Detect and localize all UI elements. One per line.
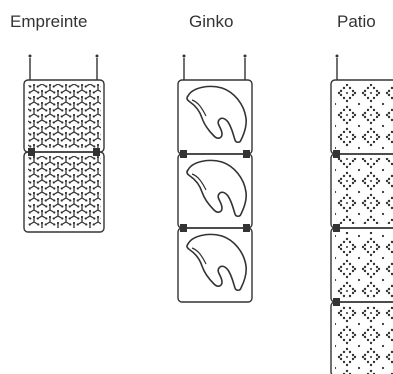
ginko-panel-2 [177,153,253,229]
ginko-panel-stack [177,54,253,303]
patio-title: Patio [337,12,376,31]
patio-panel-stack [330,54,393,374]
ginko-title: Ginko [189,12,234,31]
patio-panel-4 [330,301,393,374]
empreinte-panel-stack [23,54,105,233]
empreinte-title: Empreinte [10,12,88,31]
ginko-panel-1 [177,79,253,155]
empreinte-panel-2 [23,151,105,233]
ginko-panel-3 [177,227,253,303]
